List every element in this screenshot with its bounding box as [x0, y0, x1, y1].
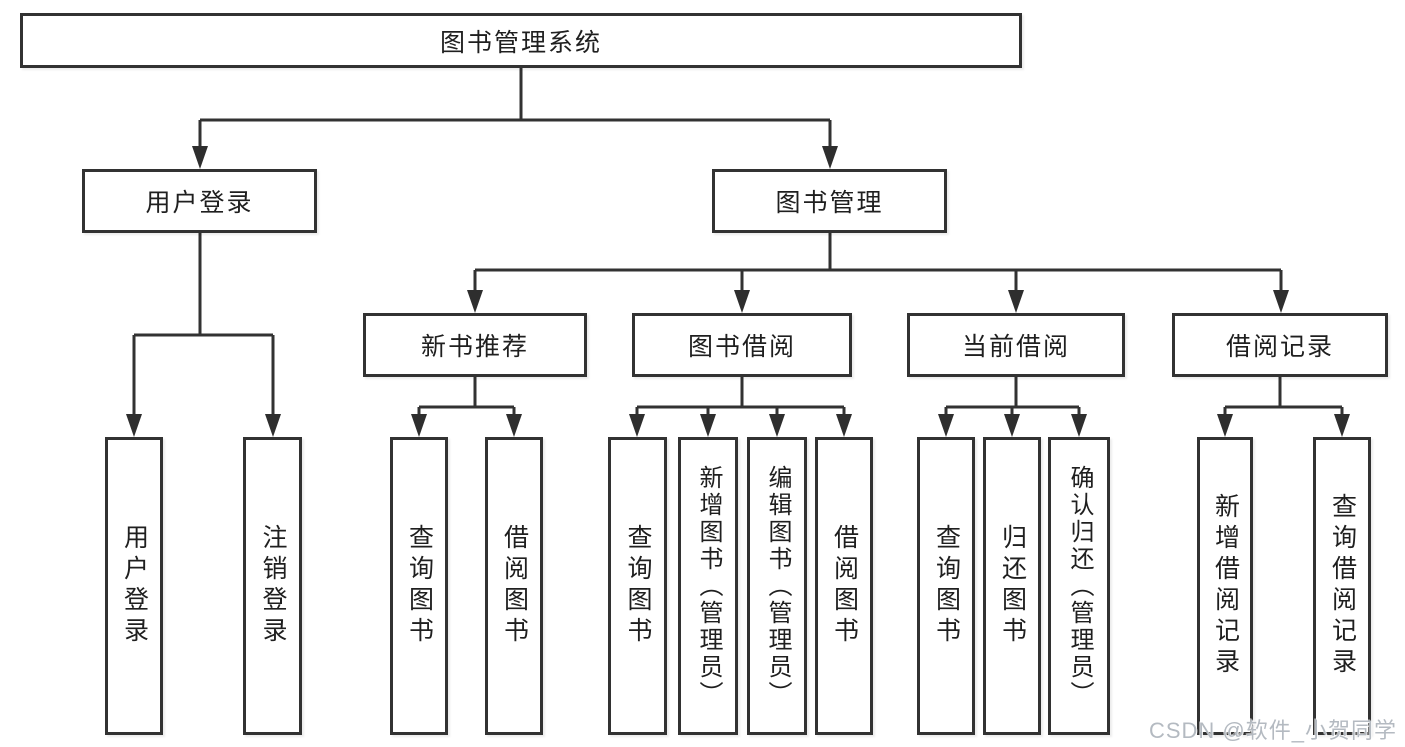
arrow-down-icon — [938, 414, 954, 437]
arrow-down-icon — [734, 290, 750, 313]
leaf-label: 查询图书 — [405, 524, 434, 648]
arrow-down-icon — [1334, 414, 1350, 437]
arrow-down-icon — [506, 414, 522, 437]
arrow-down-icon — [1071, 414, 1087, 437]
node-borrowing-records: 借阅记录 — [1172, 313, 1388, 377]
node-label: 当前借阅 — [961, 333, 1070, 361]
leaf-label: 查询借阅记录 — [1328, 493, 1357, 679]
leaf-label: 查询图书 — [624, 524, 652, 648]
leaf-query-borrow-record: 查询借阅记录 — [1313, 437, 1371, 735]
node-new-book-recommendation: 新书推荐 — [363, 313, 587, 377]
watermark: CSDN @软件_小贺同学 — [1148, 718, 1397, 743]
arrow-down-icon — [629, 414, 645, 437]
arrow-down-icon — [411, 414, 427, 437]
arrow-down-icon — [822, 146, 838, 169]
node-label: 图书管理 — [775, 189, 884, 217]
leaf-label: 查询图书 — [932, 524, 961, 648]
leaf-label: 借阅图书 — [500, 524, 529, 648]
node-label: 图书借阅 — [687, 333, 796, 361]
leaf-borrow-books-recommend: 借阅图书 — [485, 437, 543, 735]
node-book-management: 图书管理 — [712, 169, 947, 233]
arrow-down-icon — [1004, 414, 1020, 437]
leaf-label: 借阅图书 — [830, 524, 859, 648]
arrow-down-icon — [1217, 414, 1233, 437]
node-book-borrowing: 图书借阅 — [632, 313, 852, 377]
edge-book-borrowing-to-leaves — [629, 377, 852, 437]
leaf-return-books: 归还图书 — [983, 437, 1041, 735]
leaf-label: 用户登录 — [120, 524, 149, 648]
leaf-label: 新增借阅记录 — [1211, 493, 1240, 679]
leaf-logout: 注销登录 — [243, 437, 302, 735]
node-label: 图书管理系统 — [439, 28, 602, 57]
arrow-down-icon — [192, 146, 208, 169]
leaf-label: 编辑图书（管理员） — [764, 464, 791, 708]
arrow-down-icon — [836, 414, 852, 437]
leaf-query-books-current: 查询图书 — [917, 437, 975, 735]
leaf-add-books-admin: 新增图书（管理员） — [678, 437, 738, 735]
arrow-down-icon — [769, 414, 785, 437]
leaf-confirm-return-admin: 确认归还（管理员） — [1048, 437, 1110, 735]
arrow-down-icon — [265, 414, 281, 437]
leaf-edit-books-admin: 编辑图书（管理员） — [747, 437, 807, 735]
node-label: 用户登录 — [145, 189, 254, 217]
leaf-borrow-books: 借阅图书 — [815, 437, 873, 735]
edge-borrowing-records-to-leaves — [1217, 377, 1350, 437]
leaf-label: 新增图书（管理员） — [695, 464, 722, 708]
leaf-label: 注销登录 — [259, 524, 287, 648]
arrow-down-icon — [1273, 290, 1289, 313]
leaf-query-books-borrow: 查询图书 — [608, 437, 667, 735]
edge-current-borrowing-to-leaves — [938, 377, 1087, 437]
leaf-label: 确认归还（管理员） — [1066, 464, 1093, 708]
node-library-management-system: 图书管理系统 — [20, 13, 1022, 68]
arrow-down-icon — [467, 290, 483, 313]
edge-user-login-to-leaves — [126, 233, 281, 437]
leaf-user-login: 用户登录 — [105, 437, 163, 735]
leaf-add-borrow-record: 新增借阅记录 — [1197, 437, 1253, 735]
node-label: 借阅记录 — [1225, 333, 1334, 361]
edge-root-to-level2 — [192, 68, 838, 169]
leaf-label: 归还图书 — [998, 524, 1027, 648]
node-user-login: 用户登录 — [82, 169, 317, 233]
arrow-down-icon — [126, 414, 142, 437]
node-label: 新书推荐 — [420, 333, 529, 361]
arrow-down-icon — [700, 414, 716, 437]
edge-recommendation-to-leaves — [411, 377, 522, 437]
node-current-borrowing: 当前借阅 — [907, 313, 1125, 377]
edge-book-management-to-level3 — [467, 233, 1289, 313]
leaf-query-books-recommend: 查询图书 — [390, 437, 448, 735]
arrow-down-icon — [1008, 290, 1024, 313]
